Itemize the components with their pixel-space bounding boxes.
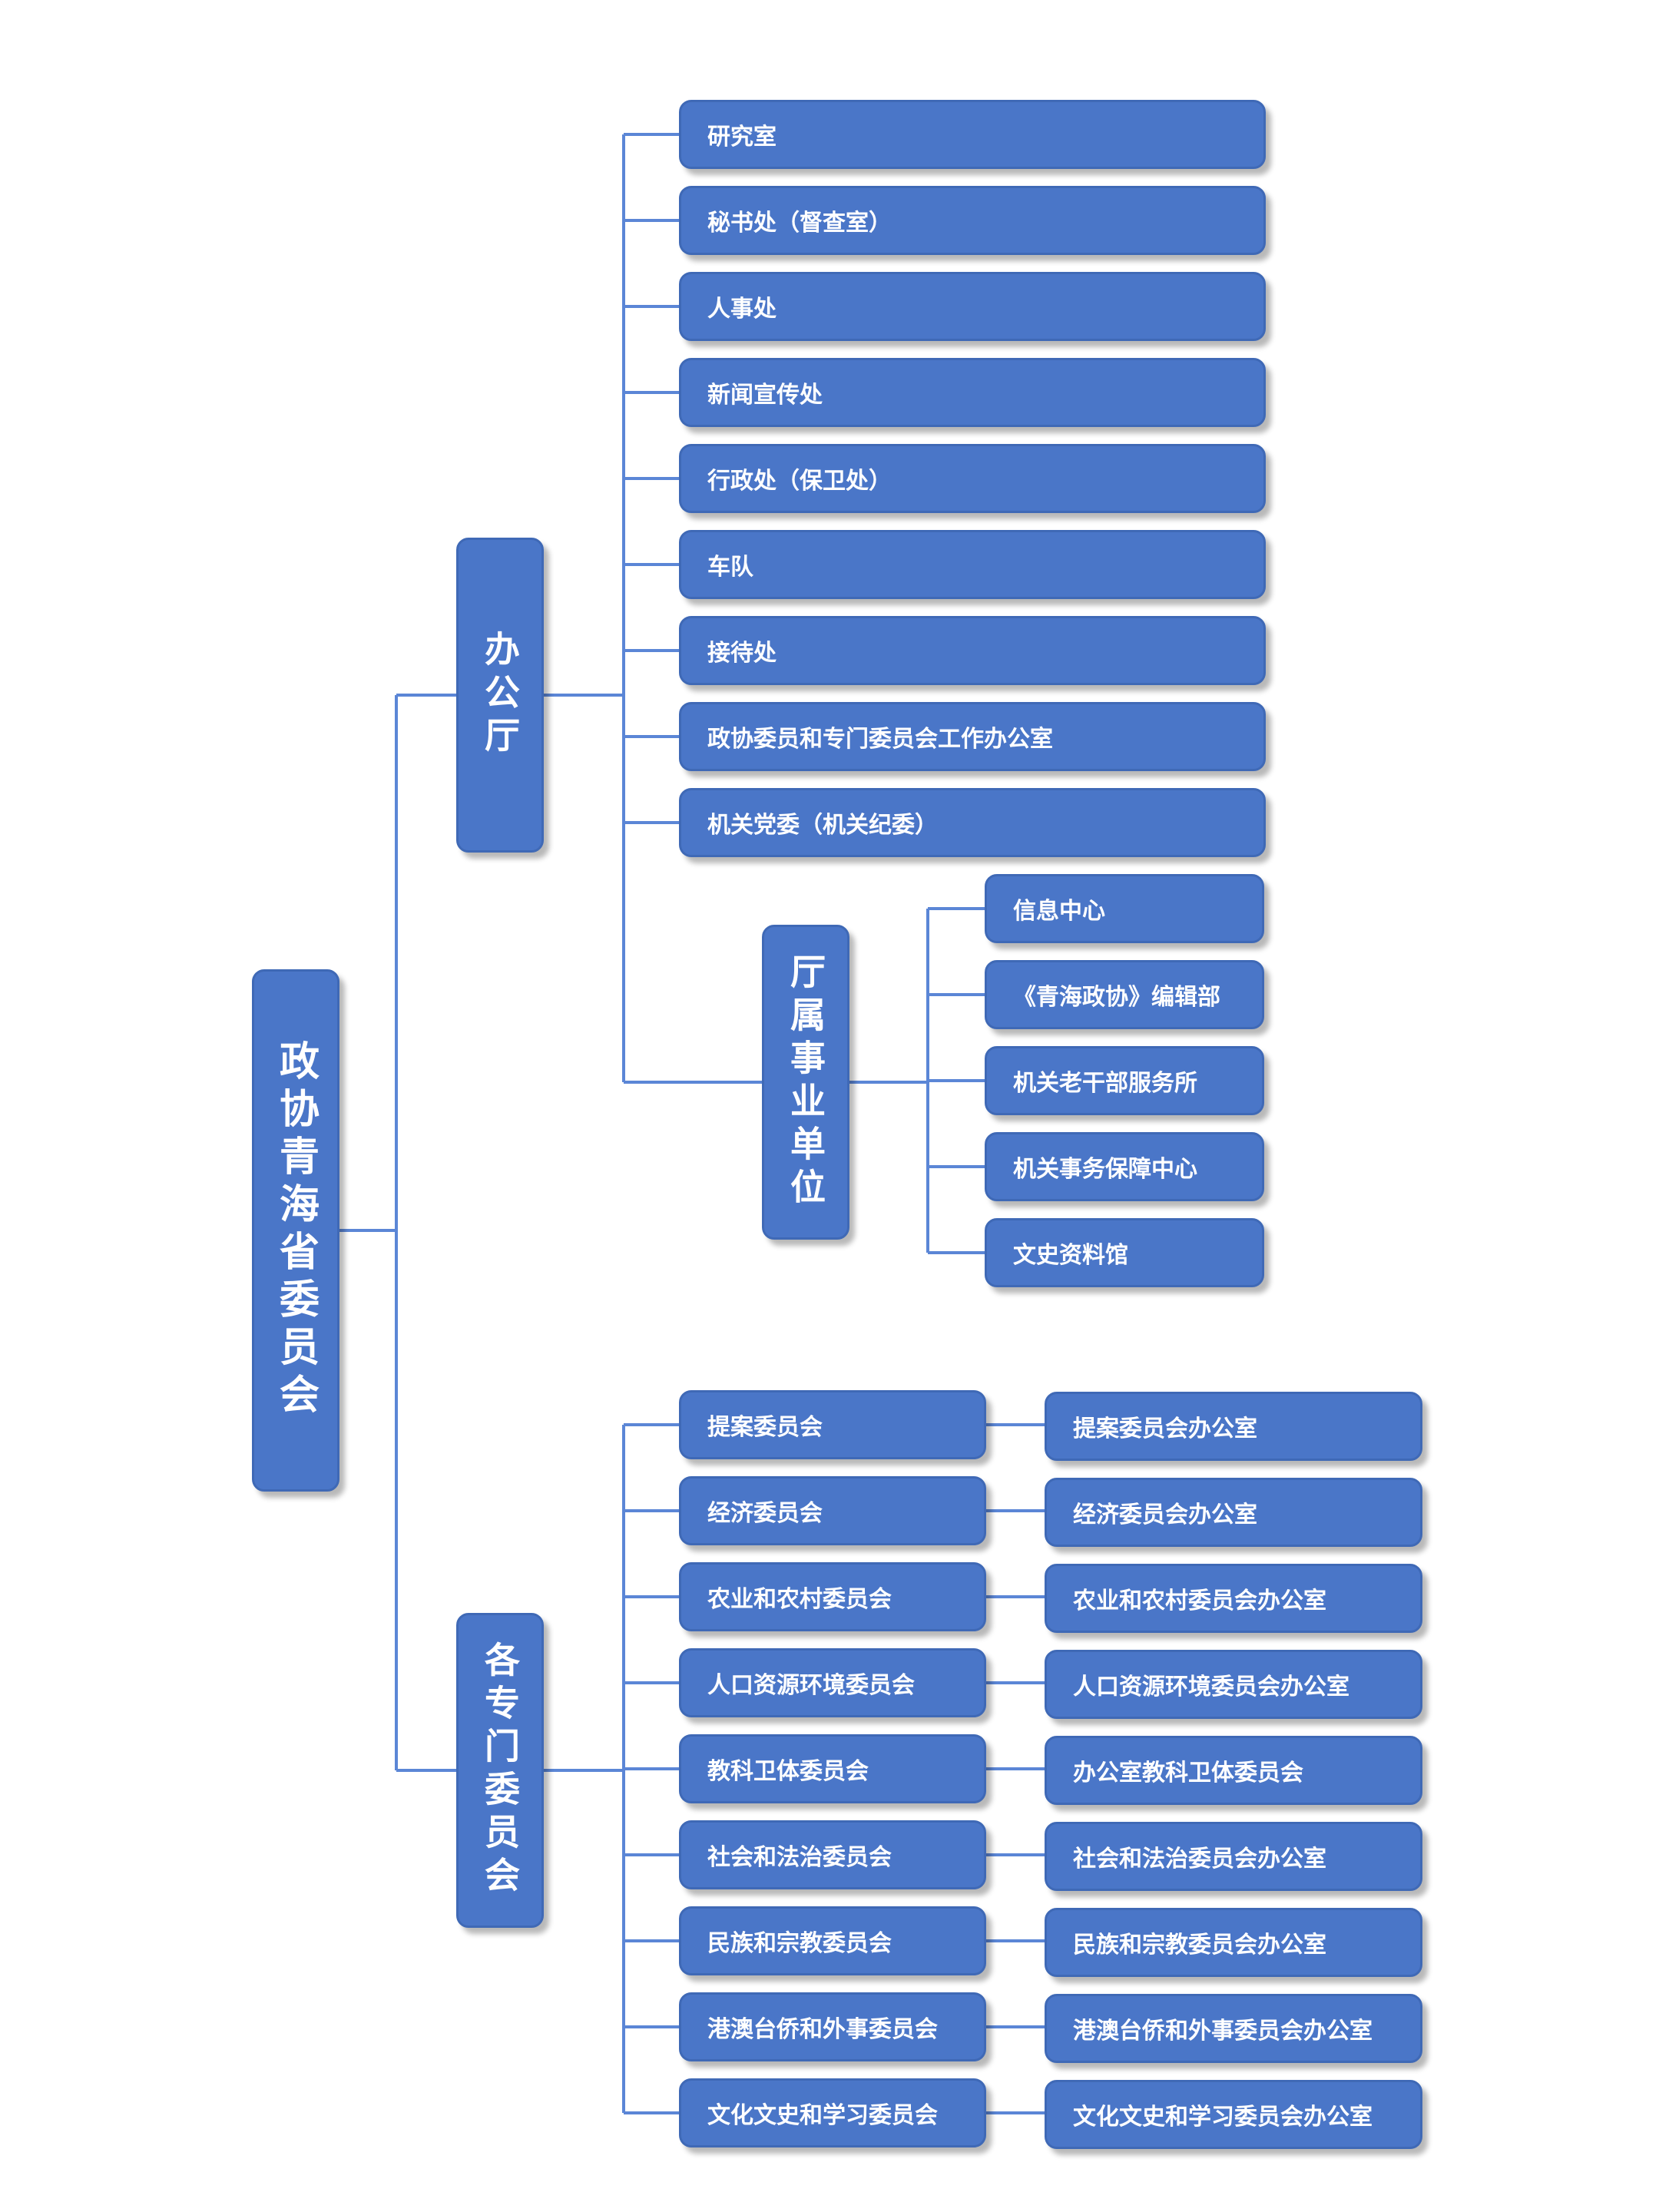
institution-box: 信息中心 xyxy=(985,874,1264,943)
department-box: 机关党委（机关纪委） xyxy=(679,788,1266,857)
institution-box: 机关老干部服务所 xyxy=(985,1046,1264,1115)
department-box: 车队 xyxy=(679,530,1266,599)
committee-box: 文化文史和学习委员会 xyxy=(679,2078,986,2147)
department-box: 行政处（保卫处） xyxy=(679,444,1266,513)
institution-box: 《青海政协》编辑部 xyxy=(985,960,1264,1029)
department-box: 新闻宣传处 xyxy=(679,358,1266,427)
department-box: 接待处 xyxy=(679,616,1266,685)
committee-office-box: 文化文史和学习委员会办公室 xyxy=(1045,2080,1422,2149)
committee-office-box: 民族和宗教委员会办公室 xyxy=(1045,1908,1422,1977)
committees-node: 各专门委员会 xyxy=(456,1613,544,1928)
committee-office-box: 经济委员会办公室 xyxy=(1045,1478,1422,1547)
committee-office-box: 提案委员会办公室 xyxy=(1045,1392,1422,1461)
committee-office-box: 农业和农村委员会办公室 xyxy=(1045,1564,1422,1633)
committee-box: 人口资源环境委员会 xyxy=(679,1648,986,1717)
committee-box: 民族和宗教委员会 xyxy=(679,1906,986,1975)
committee-office-box: 人口资源环境委员会办公室 xyxy=(1045,1650,1422,1719)
institutions-node: 厅属事业单位 xyxy=(762,925,849,1240)
institution-box: 机关事务保障中心 xyxy=(985,1132,1264,1201)
department-box: 研究室 xyxy=(679,100,1266,169)
department-box: 秘书处（督查室） xyxy=(679,186,1266,255)
committee-box: 经济委员会 xyxy=(679,1476,986,1545)
department-box: 人事处 xyxy=(679,272,1266,341)
committee-office-box: 社会和法治委员会办公室 xyxy=(1045,1822,1422,1891)
committee-box: 社会和法治委员会 xyxy=(679,1820,986,1889)
department-box: 政协委员和专门委员会工作办公室 xyxy=(679,702,1266,771)
committee-office-box: 办公室教科卫体委员会 xyxy=(1045,1736,1422,1805)
committee-office-box: 港澳台侨和外事委员会办公室 xyxy=(1045,1994,1422,2063)
root-node: 政协青海省委员会 xyxy=(252,969,339,1492)
institution-box: 文史资料馆 xyxy=(985,1218,1264,1287)
committee-box: 农业和农村委员会 xyxy=(679,1562,986,1631)
committee-box: 港澳台侨和外事委员会 xyxy=(679,1992,986,2061)
committee-box: 提案委员会 xyxy=(679,1390,986,1459)
office-node: 办公厅 xyxy=(456,538,544,853)
committee-box: 教科卫体委员会 xyxy=(679,1734,986,1803)
